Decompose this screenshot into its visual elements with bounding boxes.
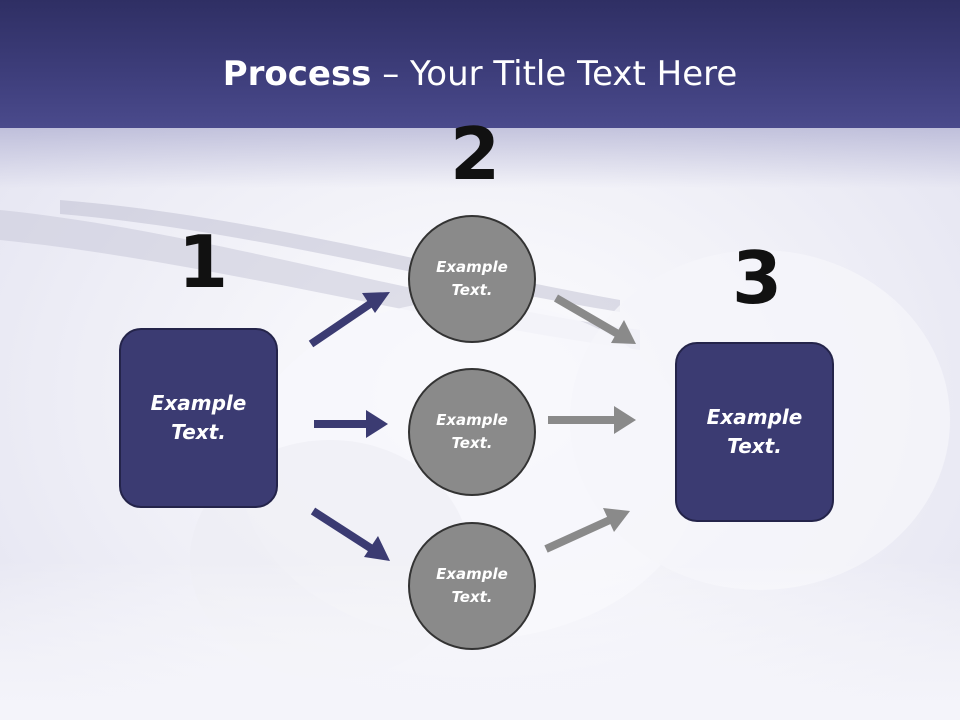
end-box-label: Example Text.: [706, 405, 803, 458]
arrow-from-middle-circle: [548, 406, 636, 434]
step-number-2: 2: [450, 112, 501, 196]
start-box-label: Example Text.: [150, 391, 247, 444]
process-circle-bottom: Example Text.: [408, 522, 536, 650]
circle-label-top: Example Text.: [436, 258, 508, 299]
process-circle-top: Example Text.: [408, 215, 536, 343]
title-bold: Process: [222, 54, 372, 94]
title-bar: [0, 0, 960, 128]
title-bar-fade: [0, 128, 960, 188]
arrow-to-bottom-circle: [310, 507, 390, 561]
step-number-1: 1: [178, 220, 229, 304]
arrow-to-top-circle: [308, 292, 390, 348]
circle-label-bottom: Example Text.: [436, 565, 508, 606]
start-box: Example Text.: [119, 328, 278, 508]
arrow-from-bottom-circle: [544, 508, 630, 553]
arrow-to-middle-circle: [314, 410, 388, 438]
process-circle-middle: Example Text.: [408, 368, 536, 496]
end-box: Example Text.: [675, 342, 834, 522]
title-rest: – Your Title Text Here: [371, 54, 738, 94]
arrow-from-top-circle: [553, 294, 636, 344]
circle-label-middle: Example Text.: [436, 411, 508, 452]
step-number-3: 3: [732, 236, 783, 320]
slide-title: Process – Your Title Text Here: [0, 52, 960, 96]
